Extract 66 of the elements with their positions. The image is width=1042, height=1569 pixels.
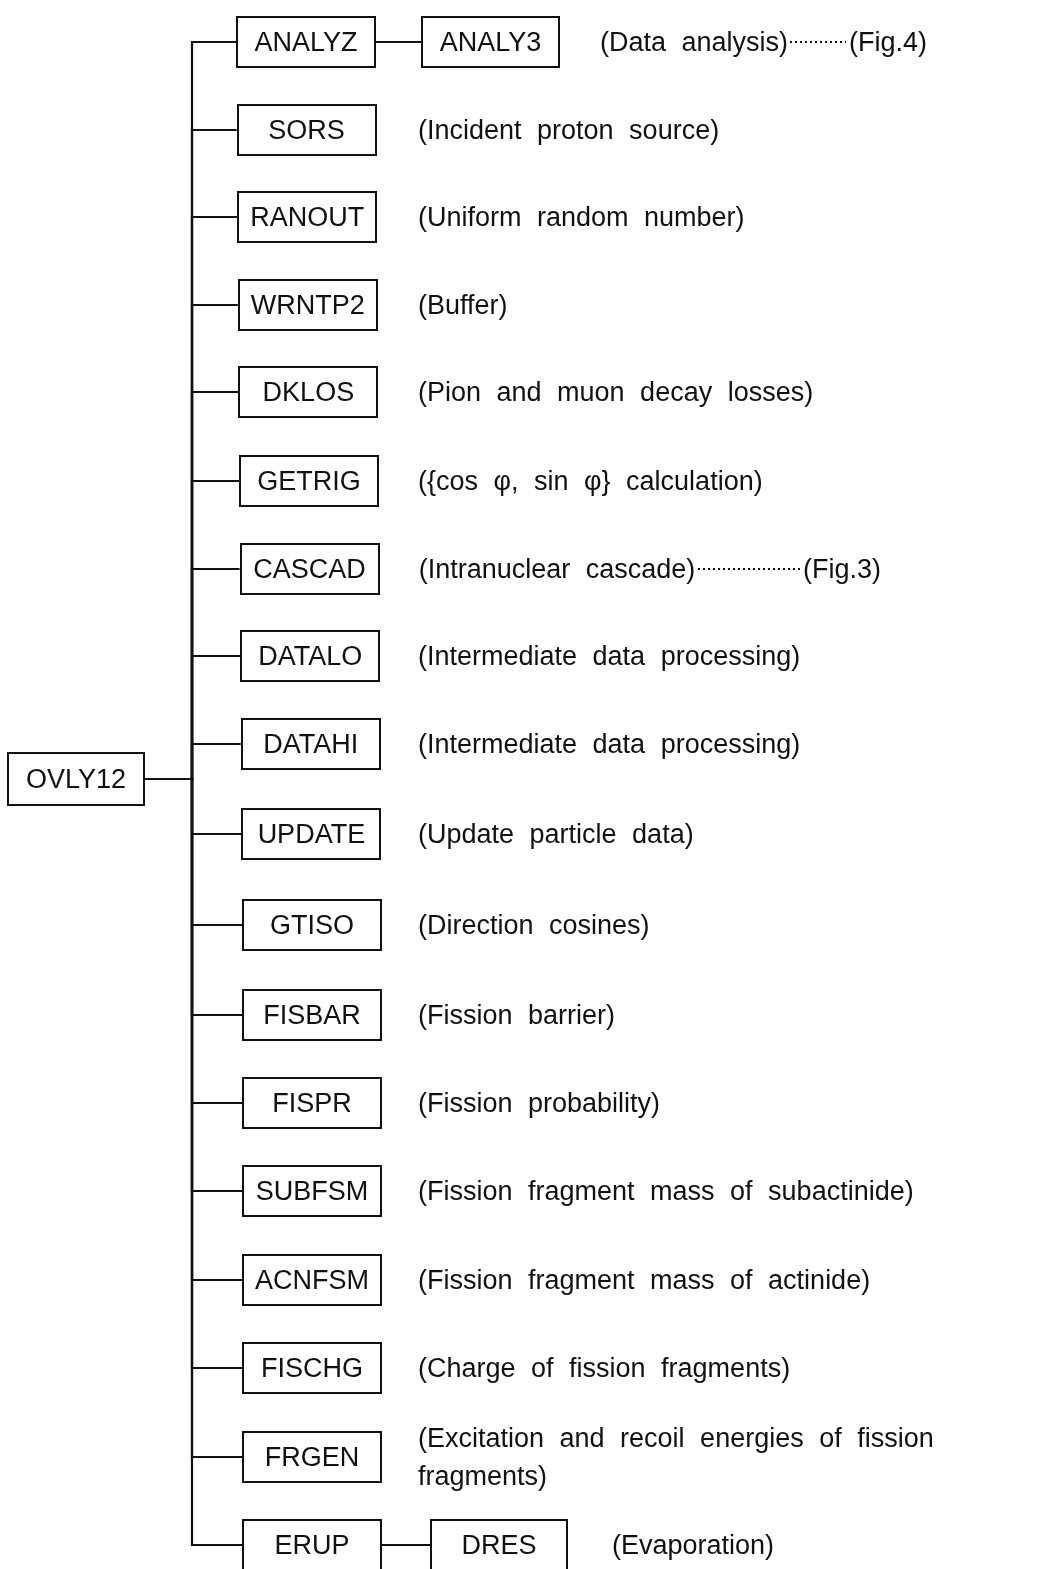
module-box — [242, 899, 382, 951]
module-box — [242, 989, 382, 1041]
module-box — [239, 455, 379, 507]
module-box — [7, 752, 145, 806]
module-name: FISCHG — [261, 1352, 363, 1384]
module-box — [236, 16, 376, 68]
module-box — [430, 1519, 568, 1569]
module-name: ERUP — [274, 1529, 350, 1561]
module-box — [242, 1519, 382, 1569]
module-box — [240, 630, 381, 682]
module-box — [237, 279, 378, 331]
description-text: (Fission barrier) — [418, 999, 616, 1032]
description-text: (Intermediate data processing) — [418, 640, 801, 673]
module-box — [242, 1431, 382, 1483]
description-text: (Incident proton source) — [418, 114, 720, 147]
description-text: (Pion and muon decay losses) — [418, 376, 814, 409]
description-text: (Fig.4) — [849, 26, 927, 58]
description-text: (Uniform random number) — [418, 201, 745, 234]
description-text: (Intermediate data processing) — [418, 728, 801, 761]
module-name: SUBFSM — [255, 1175, 369, 1207]
module-name: UPDATE — [257, 818, 366, 850]
description-text: (Direction cosines) — [418, 909, 650, 942]
description-text: (Fission fragment mass of actinide) — [418, 1264, 871, 1297]
module-name: DKLOS — [262, 376, 355, 408]
module-box — [241, 808, 382, 860]
module-name: FRGEN — [264, 1441, 360, 1473]
module-name: GETRIG — [257, 465, 361, 497]
module-name: DATALO — [258, 640, 363, 672]
description-text: (Fission probability) — [418, 1087, 661, 1120]
module-box — [240, 718, 381, 770]
connector-line — [790, 40, 846, 44]
description-text: (Excitation and recoil energies of fission fragments) — [418, 1422, 935, 1493]
description-text: (Data analysis) — [599, 26, 789, 58]
module-box — [421, 16, 560, 68]
connector-line — [376, 40, 421, 44]
description-text: (Update particle data) — [418, 818, 694, 851]
module-name: ANALY3 — [439, 26, 542, 58]
module-name: ANALYZ — [254, 26, 358, 58]
module-box — [238, 366, 379, 418]
module-box — [242, 1254, 382, 1306]
module-box — [236, 104, 377, 156]
module-name: WRNTP2 — [250, 289, 365, 321]
description-text: (Fig.3) — [803, 553, 881, 585]
description-text: (Fission fragment mass of subactinide) — [418, 1175, 914, 1208]
module-box — [242, 1342, 382, 1394]
description-text: (Intranuclear cascade) — [418, 553, 696, 585]
module-name: ACNFSM — [255, 1264, 369, 1296]
connector-line — [698, 567, 800, 571]
module-box — [242, 1165, 382, 1217]
description-text: ({cos φ, sin φ} calculation) — [418, 465, 763, 498]
description-text: (Buffer) — [418, 289, 508, 322]
description-text: (Charge of fission fragments) — [418, 1352, 791, 1385]
module-name: GTISO — [270, 909, 354, 941]
module-box — [239, 543, 380, 595]
module-name: FISPR — [272, 1087, 352, 1119]
module-name: CASCAD — [253, 553, 366, 585]
connector-line — [382, 1543, 430, 1547]
module-box — [237, 191, 378, 243]
module-name: FISBAR — [263, 999, 361, 1031]
module-name: SORS — [268, 114, 345, 146]
module-name: DRES — [461, 1529, 537, 1561]
module-name: DATAHI — [263, 728, 359, 760]
module-name: RANOUT — [250, 201, 365, 233]
module-box — [242, 1077, 382, 1129]
module-name: OVLY12 — [25, 763, 127, 795]
description-text: (Evaporation) — [612, 1529, 775, 1562]
